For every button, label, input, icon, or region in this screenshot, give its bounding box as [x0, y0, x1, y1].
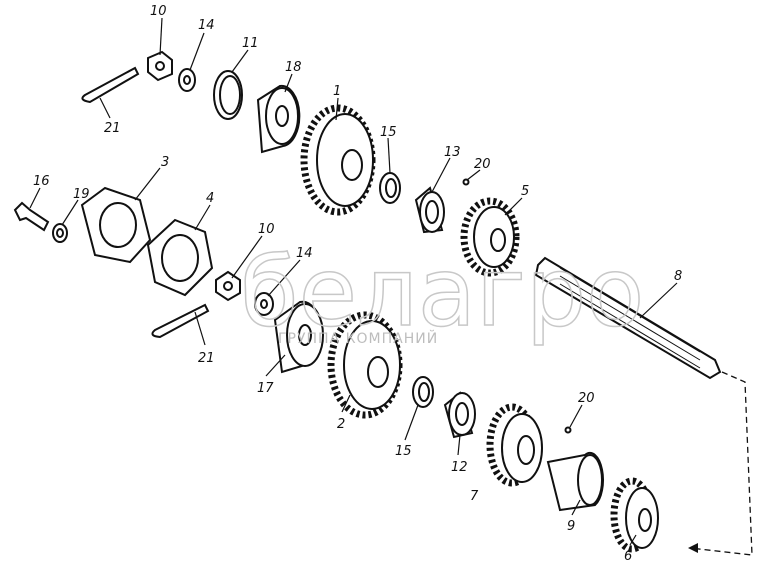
label-13: 13: [444, 145, 461, 160]
assembly-arrow: [688, 371, 753, 556]
bushing-12: [443, 391, 476, 439]
washer-14-upper: [178, 68, 196, 92]
bearing-17: [273, 300, 324, 374]
ball-20-lower: [564, 426, 572, 434]
label-14-lower: 14: [296, 246, 313, 261]
label-3: 3: [161, 155, 169, 170]
watermark-subtitle: ГРУППА КОМПАНИЙ: [278, 329, 438, 347]
label-14-upper: 14: [198, 18, 215, 33]
label-12: 12: [451, 460, 468, 475]
label-15-upper: 15: [380, 125, 397, 140]
gear-1: [300, 104, 376, 216]
leader-lines: [29, 17, 678, 546]
split-pin-21-upper: [81, 66, 140, 104]
label-8: 8: [674, 269, 682, 284]
gasket-4: [146, 218, 214, 297]
cover-3: [80, 186, 152, 264]
label-19: 19: [73, 187, 90, 202]
washer-14-lower: [254, 292, 274, 316]
split-pin-21-lower: [151, 303, 210, 339]
gear-7: [486, 403, 543, 487]
watermark: белагро ГРУППА КОМПАНИЙ: [239, 237, 645, 349]
ring-15-lower: [412, 376, 434, 408]
label-20-lower: 20: [578, 391, 595, 406]
washer-19: [52, 223, 68, 243]
bearing-18: [256, 84, 301, 154]
label-16: 16: [33, 174, 50, 189]
label-21-lower: 21: [198, 351, 215, 366]
castle-nut-10-upper: [147, 50, 173, 82]
label-10-upper: 10: [150, 4, 167, 19]
gear-5: [460, 197, 520, 277]
label-10-lower: 10: [258, 222, 275, 237]
label-18: 18: [285, 60, 302, 75]
splined-shaft-8: [534, 256, 722, 380]
watermark-brand: белагро: [240, 238, 644, 348]
ball-20-upper: [462, 178, 470, 186]
label-9: 9: [567, 519, 575, 534]
label-21-upper: 21: [104, 121, 121, 136]
label-1: 1: [333, 84, 341, 99]
label-4: 4: [206, 191, 214, 206]
part-labels: 10 14 11 18 1 15 13 20 5 21 16 19 3 4 10…: [33, 4, 682, 564]
gear-6: [610, 477, 659, 553]
label-2: 2: [337, 417, 345, 432]
snap-ring-11: [213, 70, 243, 120]
ring-15-upper: [379, 172, 401, 204]
label-17: 17: [257, 381, 274, 396]
label-11: 11: [242, 36, 259, 51]
gear-2: [327, 311, 403, 419]
label-5: 5: [521, 184, 529, 199]
label-7: 7: [470, 489, 479, 504]
castle-nut-10-lower: [215, 270, 241, 302]
sleeve-9: [546, 451, 604, 512]
label-6: 6: [624, 549, 632, 564]
bushing-13: [414, 186, 445, 234]
bolt-16: [13, 201, 50, 232]
label-20-upper: 20: [474, 157, 491, 172]
label-15-lower: 15: [395, 444, 412, 459]
